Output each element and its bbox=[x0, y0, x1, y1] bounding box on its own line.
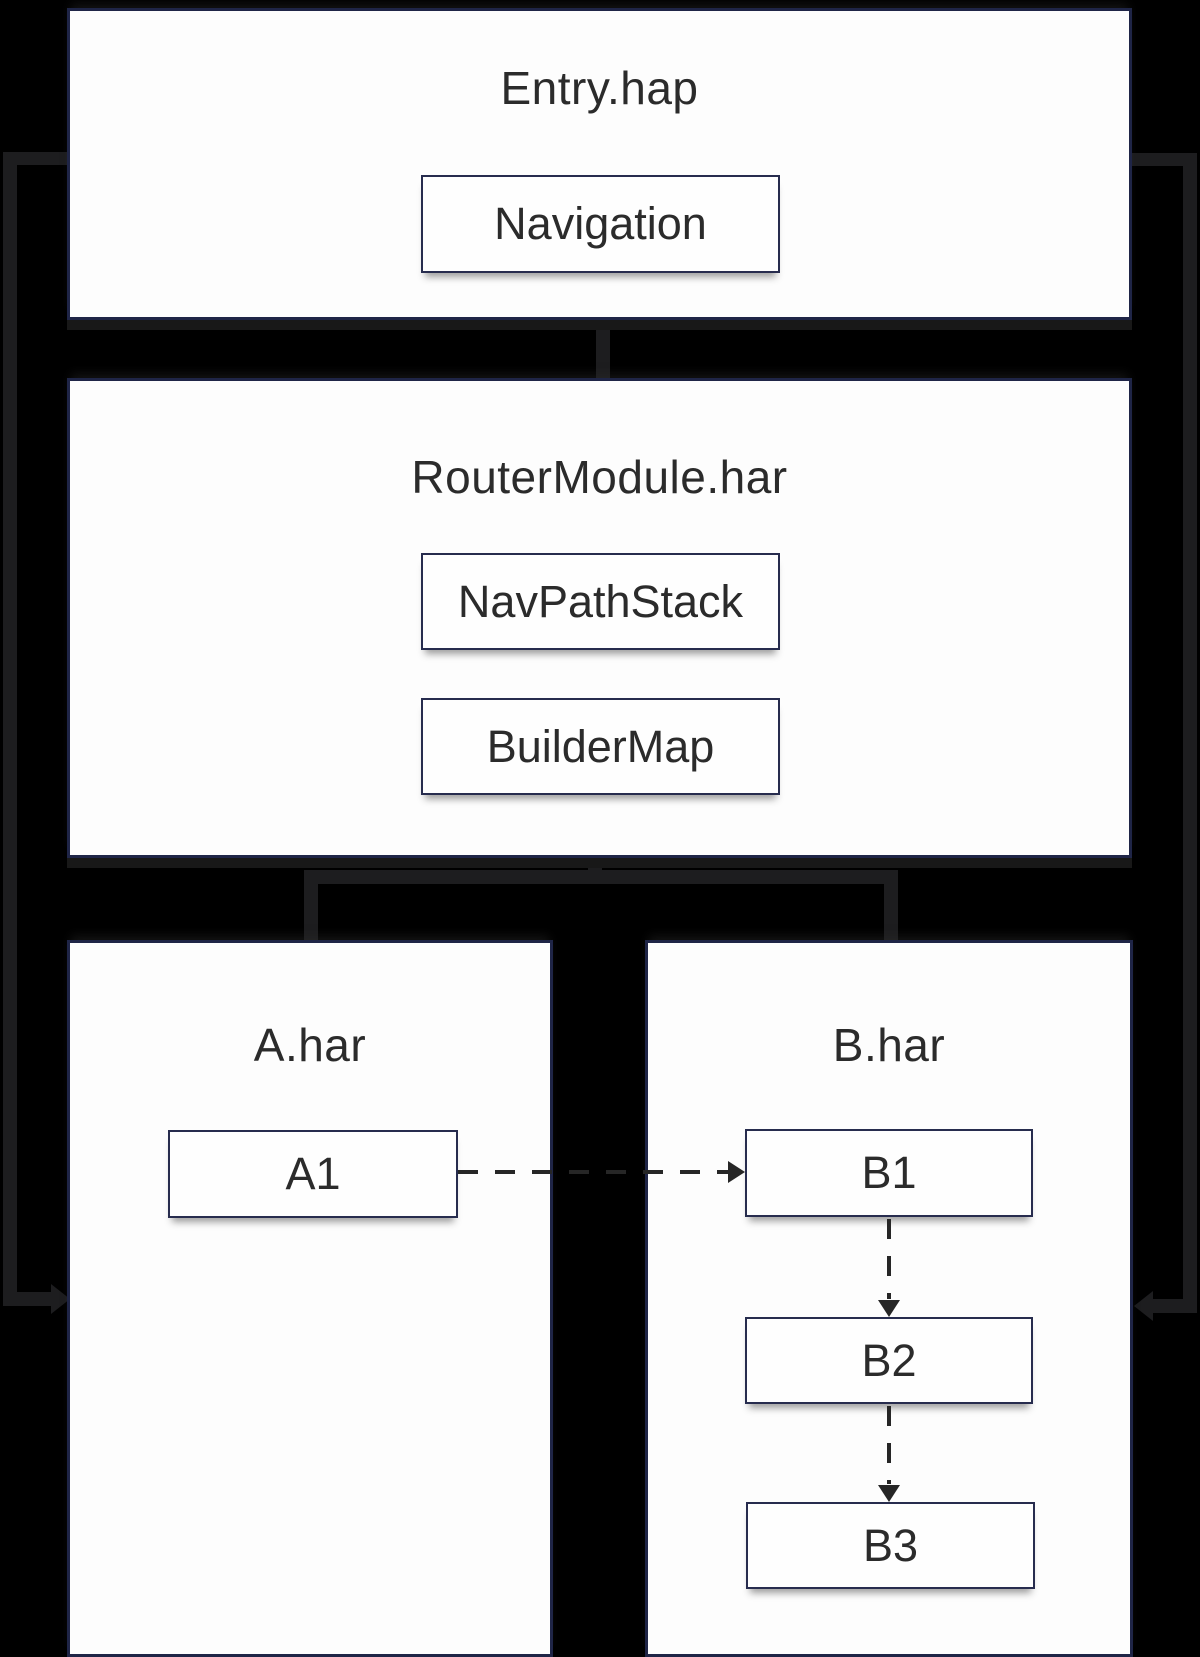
arrowhead-into-ahar bbox=[51, 1284, 70, 1314]
arrow-b2-to-b3-head bbox=[878, 1485, 900, 1502]
connector-entry-bhar-stub bbox=[1145, 1299, 1197, 1313]
module-router-module-har: RouterModule.har NavPathStack BuilderMap bbox=[67, 378, 1132, 858]
module-a-har: A.har A1 bbox=[67, 940, 553, 1657]
module-a-har-title: A.har bbox=[253, 1019, 367, 1071]
connector-entry-router bbox=[596, 319, 610, 379]
arrow-a1-to-b1-line bbox=[458, 1170, 730, 1174]
connector-entry-bhar-top-segment bbox=[1131, 153, 1197, 166]
arrow-a1-to-b1-head bbox=[728, 1161, 745, 1183]
module-router-title: RouterModule.har bbox=[411, 451, 788, 503]
module-entry-hap: Entry.hap Navigation bbox=[67, 8, 1132, 320]
arrowhead-into-bhar bbox=[1134, 1291, 1153, 1321]
connector-entry-ahar-stub bbox=[3, 1292, 55, 1306]
node-a1: A1 bbox=[168, 1130, 458, 1218]
node-navigation: Navigation bbox=[421, 175, 780, 273]
arrow-b1-to-b2-head bbox=[878, 1300, 900, 1317]
module-b-har-title: B.har bbox=[832, 1019, 946, 1071]
node-builder-map: BuilderMap bbox=[421, 698, 780, 795]
connector-entry-ahar-vertical bbox=[3, 152, 17, 1306]
node-b2: B2 bbox=[745, 1317, 1033, 1404]
node-nav-path-stack: NavPathStack bbox=[421, 553, 780, 650]
connector-router-tee-horizontal bbox=[304, 870, 898, 884]
node-b3: B3 bbox=[746, 1502, 1035, 1589]
connector-router-bhar-drop bbox=[884, 876, 898, 942]
connector-entry-ahar-top-segment bbox=[3, 152, 67, 165]
connector-router-tee-stub bbox=[588, 857, 602, 873]
arrow-b2-to-b3-line bbox=[887, 1406, 891, 1484]
arrow-b1-to-b2-line bbox=[887, 1219, 891, 1299]
module-entry-hap-title: Entry.hap bbox=[500, 62, 699, 114]
node-b1: B1 bbox=[745, 1129, 1033, 1217]
connector-router-ahar-drop bbox=[304, 876, 318, 942]
connector-entry-bhar-vertical bbox=[1183, 153, 1197, 1313]
